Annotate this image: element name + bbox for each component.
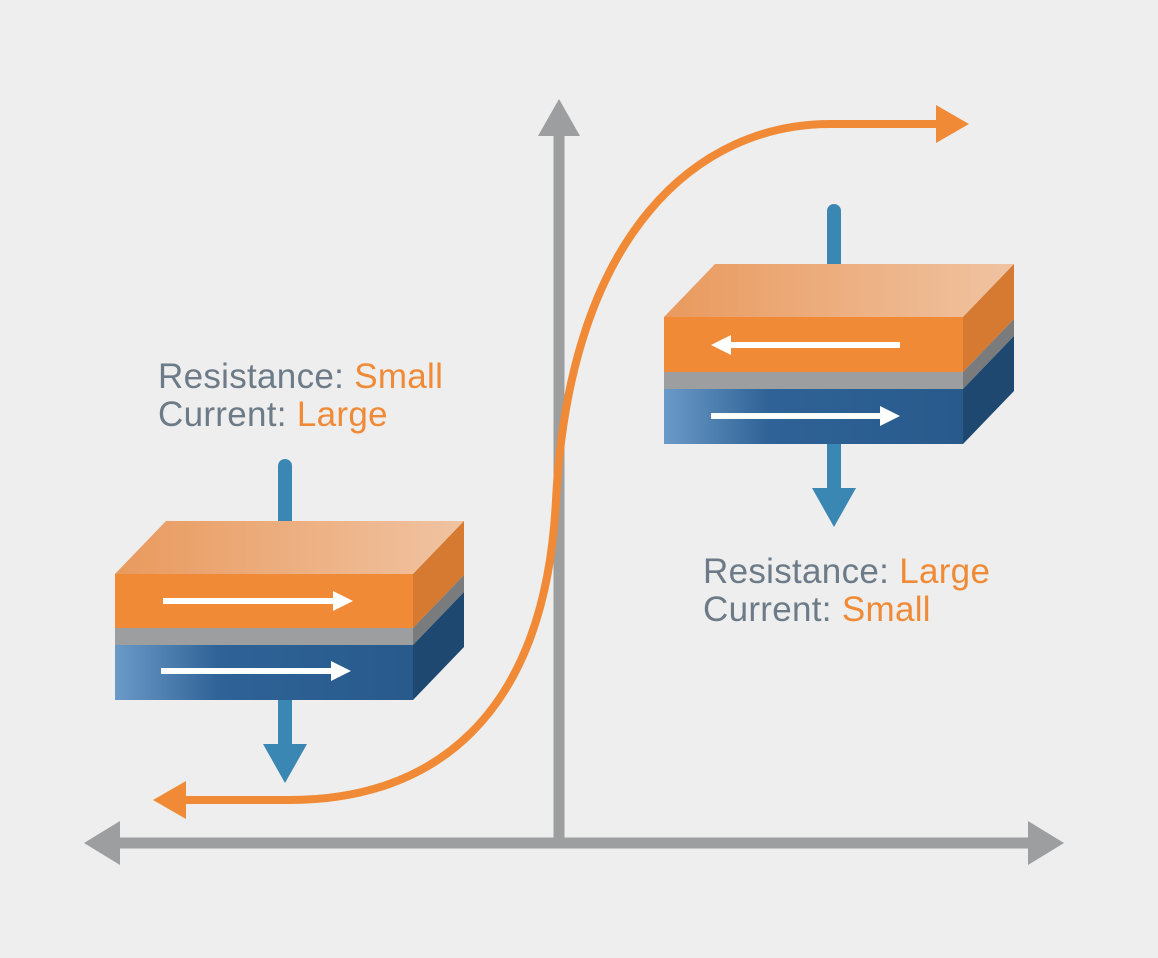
right-current-value: Small <box>841 590 931 629</box>
right-mtj-stack <box>664 204 1014 527</box>
left-current-value: Large <box>296 395 388 434</box>
right-stack-top-face <box>664 264 1014 317</box>
right-barrier-side <box>963 319 1014 389</box>
left-resistance-line: Resistance: Small <box>158 358 443 396</box>
right-free-magnetization-arrow-icon <box>711 335 900 355</box>
left-fixed-magnetization-arrow-icon <box>161 661 351 681</box>
left-current-line: Current: Large <box>158 396 443 434</box>
left-current-out-arrow-icon <box>263 700 307 783</box>
right-resistance-key: Resistance: <box>703 552 900 591</box>
y-axis-top-arrowhead <box>538 99 580 136</box>
left-free-magnetization-arrow-icon <box>163 591 353 611</box>
right-barrier-front <box>664 372 963 389</box>
right-fixed-magnetization-arrow-icon <box>711 406 900 426</box>
x-axis-right-arrowhead <box>1028 821 1064 865</box>
right-fixed-layer-side <box>963 336 1014 444</box>
left-mtj-stack <box>115 459 464 783</box>
curve-start-arrowhead <box>153 781 186 819</box>
right-free-layer-side <box>963 264 1014 372</box>
left-barrier-side <box>413 575 464 645</box>
left-fixed-layer-side <box>413 592 464 700</box>
right-stack-label: Resistance: Large Current: Small <box>703 553 990 629</box>
switching-curve-line <box>176 120 949 804</box>
left-resistance-value: Small <box>354 357 444 396</box>
left-current-key: Current: <box>158 395 297 434</box>
left-resistance-key: Resistance: <box>158 357 355 396</box>
left-stack-label: Resistance: Small Current: Large <box>158 358 443 434</box>
right-resistance-value: Large <box>899 552 991 591</box>
right-current-out-arrow-icon <box>812 444 856 527</box>
switching-curve <box>153 105 969 819</box>
right-current-key: Current: <box>703 590 842 629</box>
right-resistance-line: Resistance: Large <box>703 553 990 591</box>
x-axis-left-arrowhead <box>84 821 120 865</box>
left-stack-top-face <box>115 521 464 574</box>
left-free-layer-side <box>413 521 464 628</box>
left-barrier-front <box>115 628 413 645</box>
axes <box>84 99 1064 865</box>
right-current-line: Current: Small <box>703 591 990 629</box>
curve-end-arrowhead <box>936 105 969 143</box>
